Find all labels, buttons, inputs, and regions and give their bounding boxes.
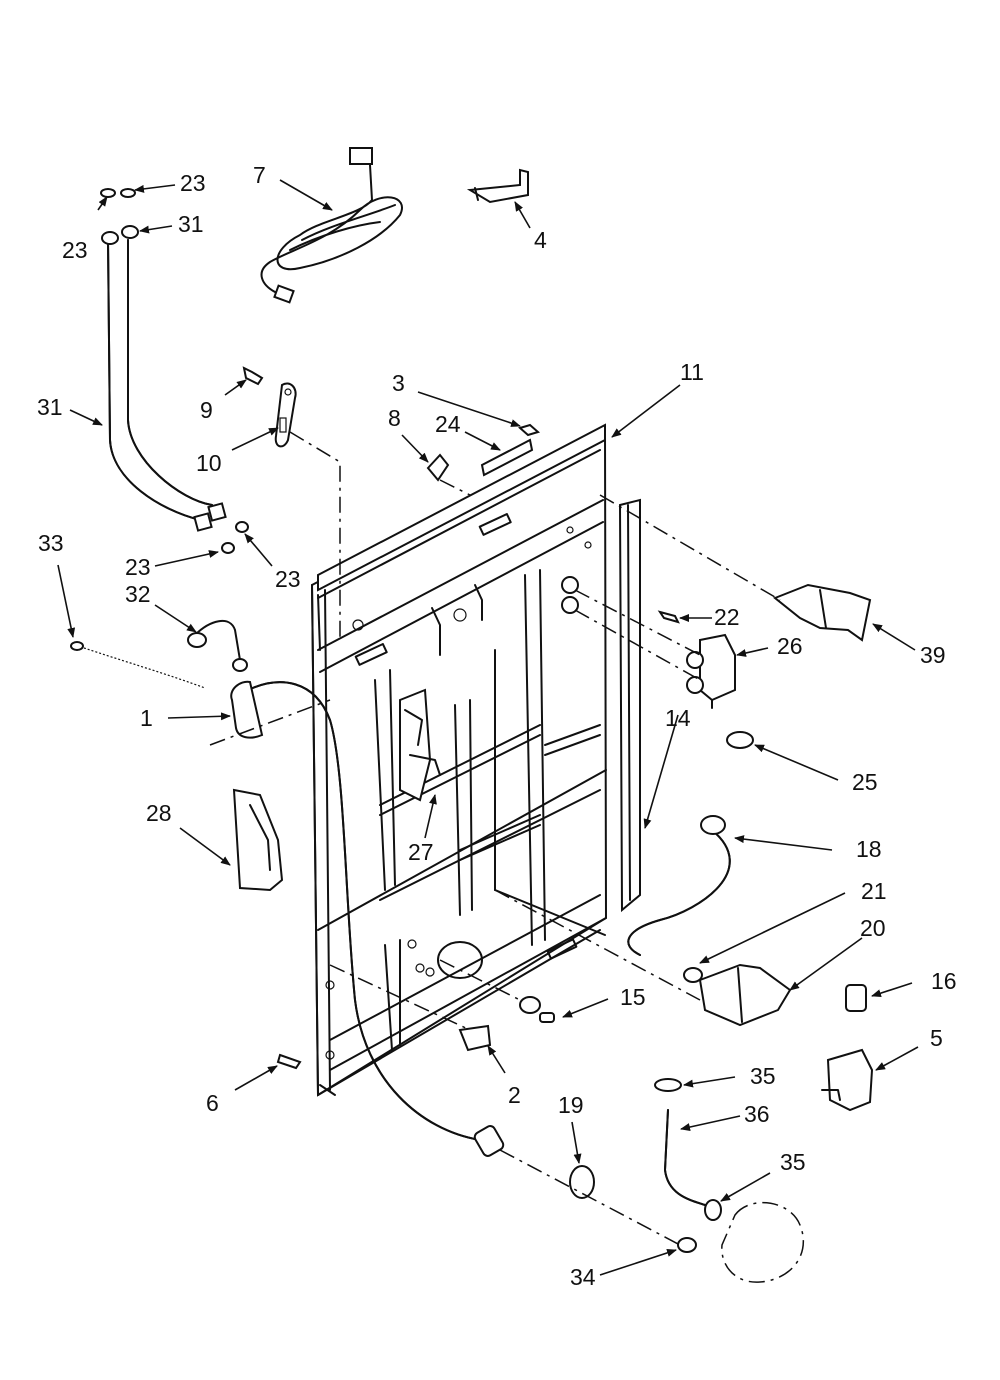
leaders	[57, 179, 919, 1276]
callout-22: 22	[714, 604, 740, 630]
rear-panel	[310, 423, 608, 1097]
callout-21: 21	[861, 878, 887, 904]
callout-26: 26	[777, 633, 803, 659]
callout-1: 1	[140, 705, 153, 731]
callout-35b: 35	[780, 1149, 806, 1175]
bracket-28	[232, 788, 284, 892]
tie-33	[70, 641, 206, 689]
callout-18: 18	[856, 836, 882, 862]
screw-6	[276, 1053, 302, 1070]
assembly-lines	[209, 431, 781, 1246]
callout-31b: 31	[37, 394, 63, 420]
callout-7: 7	[253, 162, 266, 188]
inlet-valve	[686, 633, 736, 709]
callout-6: 6	[206, 1090, 219, 1116]
callout-8: 8	[388, 405, 401, 431]
callout-39: 39	[920, 642, 946, 668]
callout-35a: 35	[750, 1063, 776, 1089]
callout-2: 2	[508, 1082, 521, 1108]
clamp-25	[726, 731, 754, 749]
screw-22	[657, 610, 680, 624]
drain-hose	[230, 680, 505, 1157]
callout-27: 27	[408, 839, 434, 865]
callout-10: 10	[196, 450, 222, 476]
ghost-pump	[721, 1201, 805, 1283]
clamp-21	[683, 967, 703, 983]
pump-bracket-20	[698, 963, 792, 1027]
callout-19: 19	[558, 1092, 584, 1118]
callout-5: 5	[930, 1025, 943, 1051]
callout-3: 3	[392, 370, 405, 396]
drain-hose-36	[664, 1109, 706, 1206]
pump-5	[821, 1048, 874, 1112]
screw-3	[517, 423, 541, 437]
bracket-4	[466, 168, 529, 204]
callout-9: 9	[200, 397, 213, 423]
harness-32	[187, 620, 248, 672]
clamp-19	[569, 1165, 595, 1199]
side-brace	[618, 498, 641, 913]
hose-18	[627, 815, 731, 956]
clamp-34	[677, 1237, 697, 1253]
callout-23c: 23	[125, 554, 151, 580]
callout-24: 24	[435, 411, 461, 437]
capacitor-16	[845, 984, 867, 1012]
callout-23a: 23	[180, 170, 206, 196]
bracket-24	[480, 438, 534, 477]
callout-23b: 23	[62, 237, 88, 263]
callout-36: 36	[744, 1101, 770, 1127]
bracket-39	[773, 583, 872, 642]
clamp-35b	[704, 1199, 722, 1221]
callout-20: 20	[860, 915, 886, 941]
callout-4: 4	[534, 227, 547, 253]
callout-14: 14	[665, 705, 691, 731]
callouts: 23 23 31 7 4 31 9 10 3 8 24 11 23 23 33 …	[37, 162, 957, 1290]
callout-16: 16	[931, 968, 957, 994]
power-cord	[260, 147, 403, 304]
callout-34: 34	[570, 1264, 596, 1290]
bracket-2	[458, 1024, 492, 1052]
callout-25: 25	[852, 769, 878, 795]
clamp-35a	[654, 1078, 682, 1092]
callout-11: 11	[680, 359, 704, 385]
screw-9	[242, 366, 264, 386]
callout-23d: 23	[275, 566, 301, 592]
strap-10	[274, 382, 297, 448]
callout-32: 32	[125, 581, 151, 607]
inlet-hoses	[100, 188, 249, 554]
callout-31a: 31	[178, 211, 204, 237]
callout-33: 33	[38, 530, 64, 556]
plug-15	[519, 996, 555, 1023]
clip-8	[426, 453, 450, 482]
callout-15: 15	[620, 984, 646, 1010]
callout-28: 28	[146, 800, 172, 826]
